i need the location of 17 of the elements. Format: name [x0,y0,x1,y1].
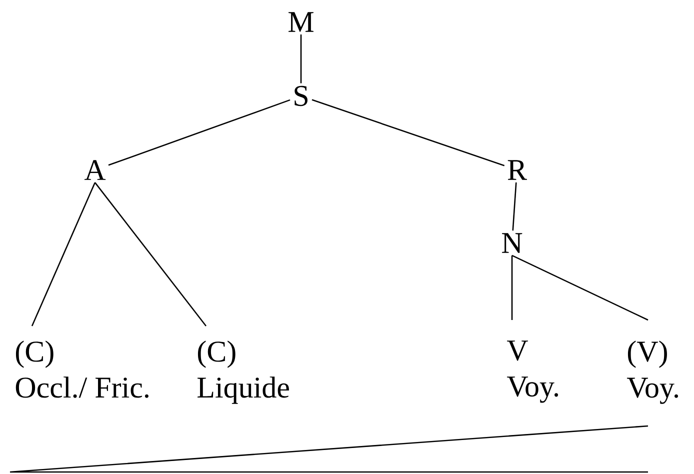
leaf-label: (V) Voy. [626,340,678,404]
leaf-label: (C) Occl./ Fric. [16,340,148,398]
tree-line [94,182,207,326]
tree-node-label: S [294,86,308,106]
tree-node-label: M [288,12,314,32]
leaf-label: (C) Liquide [198,340,289,404]
tree-line [108,99,290,166]
tree-line [312,99,505,166]
tree-node-label: N [502,233,522,253]
tree-node-label: A [84,160,106,180]
tree-line [511,255,513,320]
tree-line [512,182,517,231]
tree-line [512,254,648,321]
tree-node-label: R [508,160,527,180]
tree-line [31,182,96,326]
tree-line [300,34,302,84]
leaf-label: V Voy. [506,340,558,403]
